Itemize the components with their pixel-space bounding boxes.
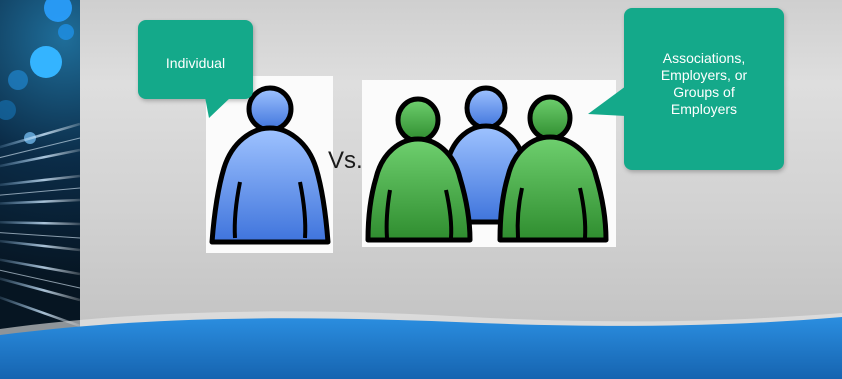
groups-callout-line: Associations, <box>624 50 784 67</box>
groups-callout-text: Associations, Employers, or Groups of Em… <box>624 50 784 118</box>
individual-callout-text: Individual <box>138 55 253 72</box>
individual-callout: Individual <box>138 20 253 99</box>
groups-callout-line: Groups of <box>624 84 784 101</box>
groups-callout-pointer <box>588 86 628 120</box>
groups-callout-line: Employers, or <box>624 67 784 84</box>
groups-callout-line: Employers <box>624 101 784 118</box>
vs-label: Vs. <box>328 147 363 175</box>
groups-callout: Associations, Employers, or Groups of Em… <box>624 8 784 170</box>
bottom-wave-band <box>0 299 842 379</box>
group-of-people-icon <box>362 80 616 247</box>
group-picture <box>362 80 616 247</box>
individual-callout-pointer <box>205 97 235 119</box>
